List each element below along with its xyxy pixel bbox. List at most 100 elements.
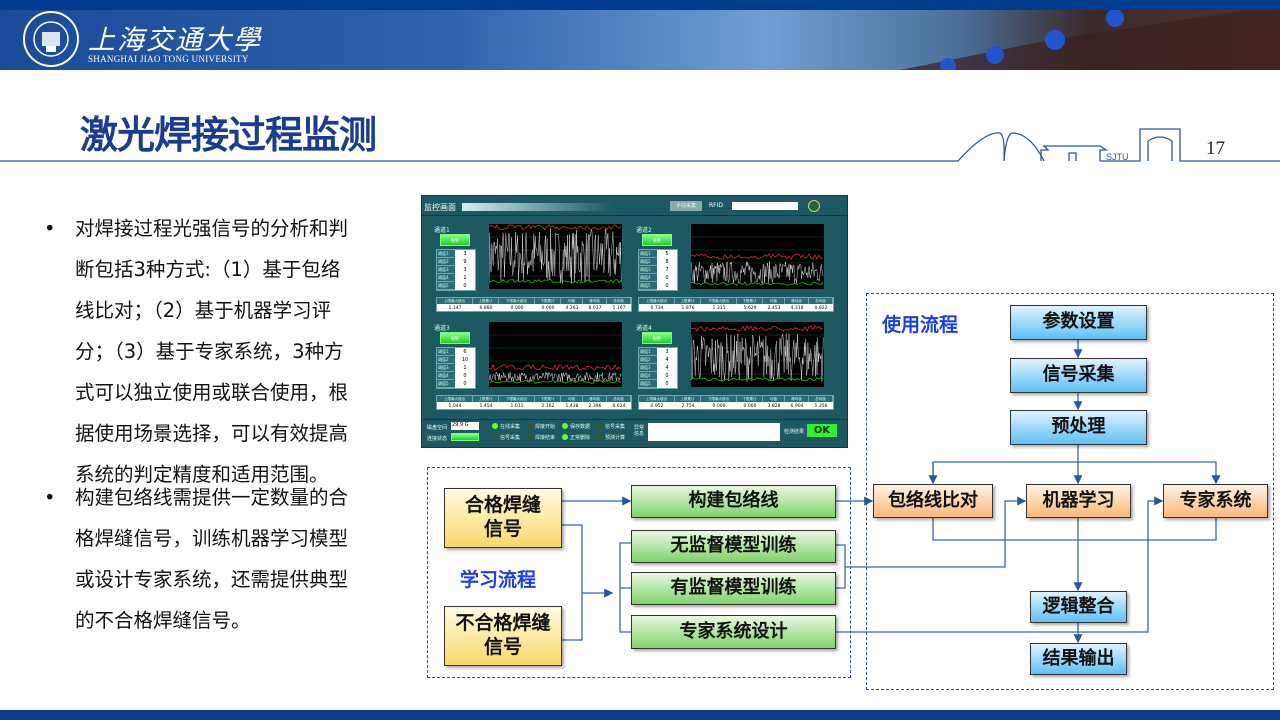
signal-chart — [690, 224, 824, 289]
threshold-value: 7 — [665, 267, 669, 273]
bullet-line: 分；（3）基于专家系统，3种方 — [75, 340, 344, 363]
stats-header: 下限累计 — [535, 298, 561, 304]
threshold-value: 10 — [461, 357, 469, 363]
stats-header: 下限最大超出 — [499, 396, 535, 402]
stats-value: 3.828 — [767, 404, 781, 409]
monitor-header: 监控画面 手动采集 RFID — [422, 196, 847, 216]
threshold-value: 9 — [463, 259, 467, 265]
rfid-label: RFID — [709, 202, 724, 209]
threshold-value: 6 — [463, 349, 467, 355]
stats-value: 0.000 — [712, 404, 726, 409]
stats-value: 1.167 — [612, 306, 626, 311]
stats-value: 0.000 — [743, 404, 757, 409]
stats-header: 总均值 — [607, 396, 631, 402]
error-message-box — [648, 423, 780, 441]
rfid-input[interactable] — [732, 202, 798, 210]
lower-envelope — [690, 281, 824, 286]
stats-header: 均值 — [561, 298, 583, 304]
upper-envelope — [488, 363, 622, 372]
upper-envelope — [690, 253, 824, 260]
top-strip — [0, 0, 1280, 10]
threshold-label: 阈值3 — [437, 364, 455, 372]
stats-value: 4.318 — [790, 306, 804, 311]
signal-waveform — [690, 261, 824, 285]
power-icon[interactable] — [808, 200, 820, 212]
stats-header: 上限累计 — [675, 298, 701, 304]
stats-value: 1.454 — [479, 404, 493, 409]
error-label: 异常信息 — [634, 425, 645, 437]
task-expert-system-design: 专家系统设计 — [631, 615, 836, 649]
bullet-dot: • — [44, 217, 56, 240]
task-supervised-training: 有监督模型训练 — [631, 572, 836, 605]
threshold-value: 0 — [665, 283, 669, 289]
step-parameter-setting: 参数设置 — [1010, 305, 1147, 340]
stats-value: 5.629 — [743, 306, 757, 311]
lower-envelope — [690, 377, 824, 382]
threshold-label: 阈值2 — [639, 356, 657, 364]
stats-value: 1.011 — [510, 404, 524, 409]
alarm-button[interactable]: 报警 — [440, 332, 470, 344]
stats-header: 峰均值 — [583, 396, 607, 402]
indicator-label: 信号采集 — [500, 435, 521, 441]
stats-value: 1.876 — [681, 306, 695, 311]
stats-value: 0.624 — [612, 404, 626, 409]
threshold-label: 阈值1 — [639, 348, 657, 356]
university-seal-logo — [23, 11, 79, 67]
indicator-label: 焊接开始 — [535, 424, 556, 430]
usage-flow-container — [866, 293, 1274, 690]
stats-header: 上限最大超出 — [437, 396, 473, 402]
threshold-label: 阈值1 — [639, 250, 657, 258]
stats-value: 1.438 — [565, 404, 579, 409]
alarm-button[interactable]: 报警 — [642, 332, 672, 344]
stats-value: 1.044 — [448, 404, 462, 409]
signal-waveform — [488, 371, 622, 383]
stats-header: 下限累计 — [737, 298, 763, 304]
stats-header: 上限最大超出 — [437, 298, 473, 304]
indicator-light-icon — [562, 423, 568, 429]
threshold-label: 阈值1 — [437, 348, 455, 356]
threshold-value: 5 — [665, 251, 669, 257]
indicator-light-icon — [492, 423, 498, 429]
threshold-label: 阈值3 — [639, 364, 657, 372]
threshold-label: 阈值5 — [639, 380, 657, 388]
signal-chart — [488, 322, 622, 387]
stats-value: 8.037 — [588, 306, 602, 311]
stats-header: 上限累计 — [473, 396, 499, 402]
threshold-value: 1 — [463, 275, 467, 281]
stats-value: 2.396 — [588, 404, 602, 409]
lower-envelope — [488, 279, 622, 284]
alarm-button[interactable]: 报警 — [440, 234, 470, 246]
stats-header: 上限最大超出 — [639, 396, 675, 402]
threshold-label: 阈值4 — [639, 372, 657, 380]
stats-value: 0.734 — [650, 306, 664, 311]
disk-label: 磁盘空间 — [427, 425, 448, 431]
threshold-label: 阈值5 — [437, 282, 455, 290]
threshold-label: 阈值5 — [639, 282, 657, 290]
alarm-button[interactable]: 报警 — [642, 234, 672, 246]
stats-header: 总均值 — [809, 298, 833, 304]
signal-plot — [690, 236, 824, 286]
bullet-line: 对焊接过程光强信号的分析和判 — [75, 217, 349, 240]
threshold-value: 0 — [665, 381, 669, 387]
stats-value: 1.147 — [448, 306, 462, 311]
manual-capture-button[interactable]: 手动采集 — [670, 201, 702, 211]
channel-name: 通道3 — [434, 325, 450, 332]
indicator-light-icon — [527, 434, 533, 440]
stats-value: 0.822 — [814, 306, 828, 311]
stats-header: 下限累计 — [535, 396, 561, 402]
stats-value: 4.263 — [565, 306, 579, 311]
input-unqualified-weld-signal: 不合格焊缝信号 — [444, 606, 562, 666]
stats-value: 6.880 — [479, 306, 493, 311]
header-banner — [0, 0, 1280, 70]
signal-plot — [690, 325, 824, 382]
threshold-value: 3 — [665, 349, 669, 355]
learning-flow-label: 学习流程 — [460, 569, 537, 591]
stats-header: 总均值 — [607, 298, 631, 304]
stats-header: 下限最大超出 — [701, 396, 737, 402]
